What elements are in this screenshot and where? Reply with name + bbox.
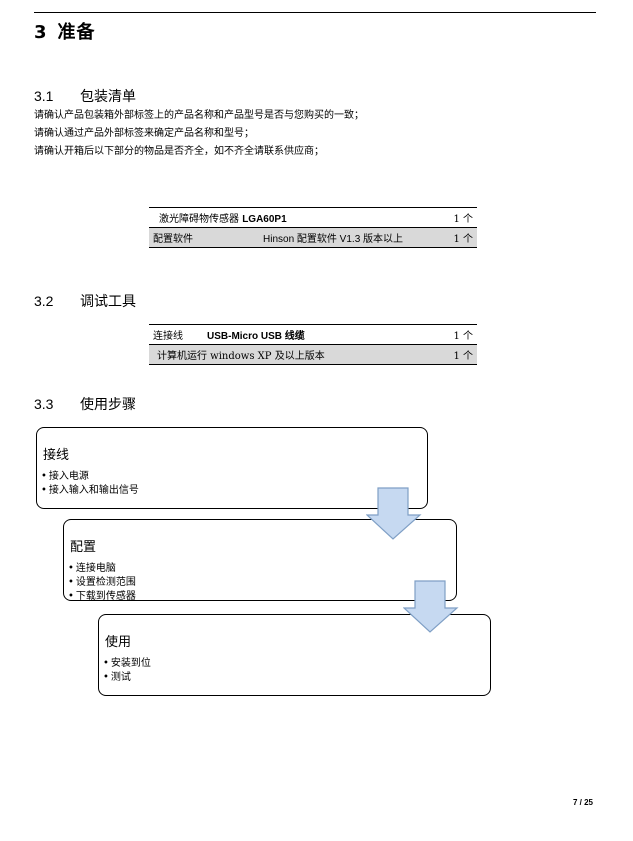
step-title: 使用 (105, 635, 132, 650)
section-title: 调试工具 (80, 294, 136, 310)
down-arrow-icon (366, 487, 422, 540)
instruction-line: 请确认产品包装箱外部标签上的产品名称和产品型号是否与您购买的一致； (34, 110, 364, 121)
step-item: 下载到传感器 (68, 590, 136, 604)
page-number: 7 / 25 (572, 798, 593, 807)
step-item: 接入电源 (41, 470, 139, 484)
packing-instructions: 请确认产品包装箱外部标签上的产品名称和产品型号是否与您购买的一致； 请确认通过产… (34, 107, 364, 161)
step-item: 安装到位 (103, 657, 151, 671)
step-item: 接入输入和输出信号 (41, 484, 139, 498)
step-title: 配置 (70, 540, 97, 555)
step-box-wiring: 接线 接入电源 接入输入和输出信号 (36, 427, 428, 509)
section-number: 3.3 (34, 396, 54, 412)
table-row: 激光障碍物传感器 LGA60P1 1 个 (149, 207, 477, 228)
step-item: 连接电脑 (68, 562, 136, 576)
section-heading-tools: 3.2 调试工具 (34, 291, 136, 311)
instruction-line: 请确认开箱后以下部分的物品是否齐全，如不齐全请联系供应商； (34, 146, 324, 157)
table-cell: 激光障碍物传感器 LGA60P1 (149, 207, 446, 228)
step-item: 设置检测范围 (68, 576, 136, 590)
section-heading-packing: 3.1 包装清单 (34, 86, 136, 106)
down-arrow-icon (403, 580, 459, 633)
table-cell-qty: 1 个 (433, 344, 477, 365)
table-cell-qty: 1 个 (445, 207, 477, 228)
table-cell-qty: 1 个 (445, 227, 477, 248)
chapter-title: 准备 (57, 22, 96, 43)
top-rule (34, 12, 596, 13)
step-items: 接入电源 接入输入和输出信号 (41, 470, 139, 498)
section-title: 使用步骤 (80, 397, 136, 413)
section-number: 3.2 (34, 293, 54, 309)
step-item: 测试 (103, 671, 151, 685)
section-number: 3.1 (34, 88, 54, 104)
step-items: 连接电脑 设置检测范围 下载到传感器 (68, 562, 136, 604)
step-items: 安装到位 测试 (103, 657, 151, 685)
section-title: 包装清单 (80, 89, 136, 105)
table-cell: 计算机运行 windows XP 及以上版本 (149, 344, 434, 365)
chapter-heading: 3 准备 (34, 18, 96, 44)
table-cell-qty: 1 个 (433, 324, 477, 345)
instruction-line: 请确认通过产品外部标签来确定产品名称和型号； (34, 128, 254, 139)
table-row: 计算机运行 windows XP 及以上版本 1 个 (149, 344, 477, 365)
section-heading-steps: 3.3 使用步骤 (34, 394, 136, 414)
step-title: 接线 (43, 448, 70, 463)
chapter-number: 3 (34, 22, 48, 43)
